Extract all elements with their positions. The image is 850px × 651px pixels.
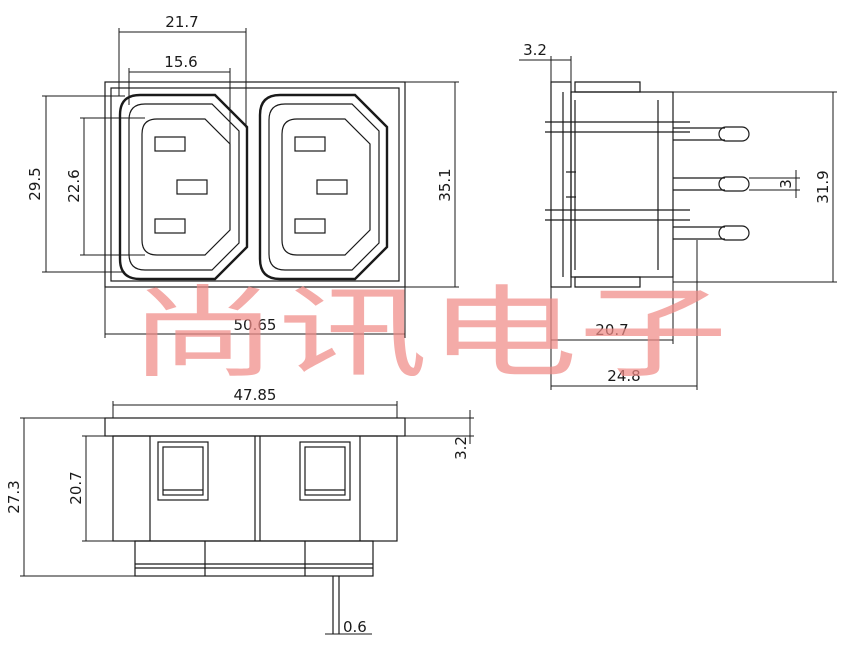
front-body-outline xyxy=(110,87,400,282)
pin-slot-middle xyxy=(316,179,348,195)
dim-side-depth-overall: 24.8 xyxy=(550,240,698,390)
terminal-top xyxy=(673,126,750,142)
socket-right xyxy=(258,93,389,281)
terminal-middle xyxy=(673,176,750,192)
pin-slot-top xyxy=(154,136,186,152)
dim-front-length-overall: 50.65 xyxy=(104,287,406,338)
side-flange xyxy=(550,81,572,288)
latch-window-right xyxy=(299,441,351,501)
dim-label: 47.85 xyxy=(234,386,277,404)
bottom-view: 47.85 3.2 20.7 27.3 0.6 xyxy=(5,386,474,636)
pin-slot-middle xyxy=(176,179,208,195)
pin-slot-bottom xyxy=(294,218,326,234)
dim-label: 0.6 xyxy=(343,618,367,636)
pin-slot-bottom xyxy=(154,218,186,234)
dim-side-flange-thickness: 3.2 xyxy=(519,41,572,82)
dim-label: 20.7 xyxy=(595,321,628,339)
watermark-text: 尚讯电子 xyxy=(128,275,728,392)
dim-bottom-body-height: 20.7 xyxy=(67,435,113,542)
bottom-flange xyxy=(104,417,406,437)
dim-side-terminal-pitch: 3 xyxy=(749,170,800,198)
dim-front-height-overall: 35.1 xyxy=(405,81,459,288)
front-flange-outline xyxy=(104,81,406,288)
dim-front-width-overall: 21.7 xyxy=(118,13,247,128)
dim-label: 15.6 xyxy=(164,53,197,71)
dim-front-height-outer: 29.5 xyxy=(26,95,125,273)
dim-front-height-inner: 22.6 xyxy=(65,117,145,256)
dim-label: 29.5 xyxy=(26,167,44,200)
terminal-bottom xyxy=(673,225,750,241)
dim-bottom-cutout-width: 47.85 xyxy=(112,386,398,418)
dim-bottom-terminal-thickness: 0.6 xyxy=(325,618,372,636)
dim-label: 21.7 xyxy=(165,13,198,31)
bottom-base xyxy=(134,540,374,577)
dim-label: 20.7 xyxy=(67,471,85,504)
terminal-lead xyxy=(332,576,340,634)
dim-label: 24.8 xyxy=(607,367,640,385)
latch-window-left xyxy=(157,441,209,501)
dim-label: 35.1 xyxy=(436,168,454,201)
latch-bottom xyxy=(574,276,641,288)
socket-left xyxy=(118,93,249,281)
front-view: 21.7 15.6 29.5 22.6 35.1 xyxy=(26,13,459,338)
dim-side-depth-body: 20.7 xyxy=(550,277,674,344)
dim-label: 22.6 xyxy=(65,169,83,202)
dim-label: 31.9 xyxy=(814,170,832,203)
dim-label: 50.65 xyxy=(234,316,277,334)
dim-side-height-overall: 31.9 xyxy=(673,91,837,283)
pin-slot-top xyxy=(294,136,326,152)
dim-label: 3.2 xyxy=(523,41,547,59)
dim-front-width-inner: 15.6 xyxy=(128,53,231,145)
dim-label: 3 xyxy=(777,179,795,189)
latch-top xyxy=(574,81,641,93)
dim-label: 3.2 xyxy=(452,436,470,460)
dim-bottom-height-overall: 27.3 xyxy=(5,417,135,577)
dim-label: 27.3 xyxy=(5,480,23,513)
side-view: 3.2 3 31.9 20.7 24.8 xyxy=(519,41,837,390)
dim-bottom-flange-thickness: 3.2 xyxy=(405,410,474,460)
